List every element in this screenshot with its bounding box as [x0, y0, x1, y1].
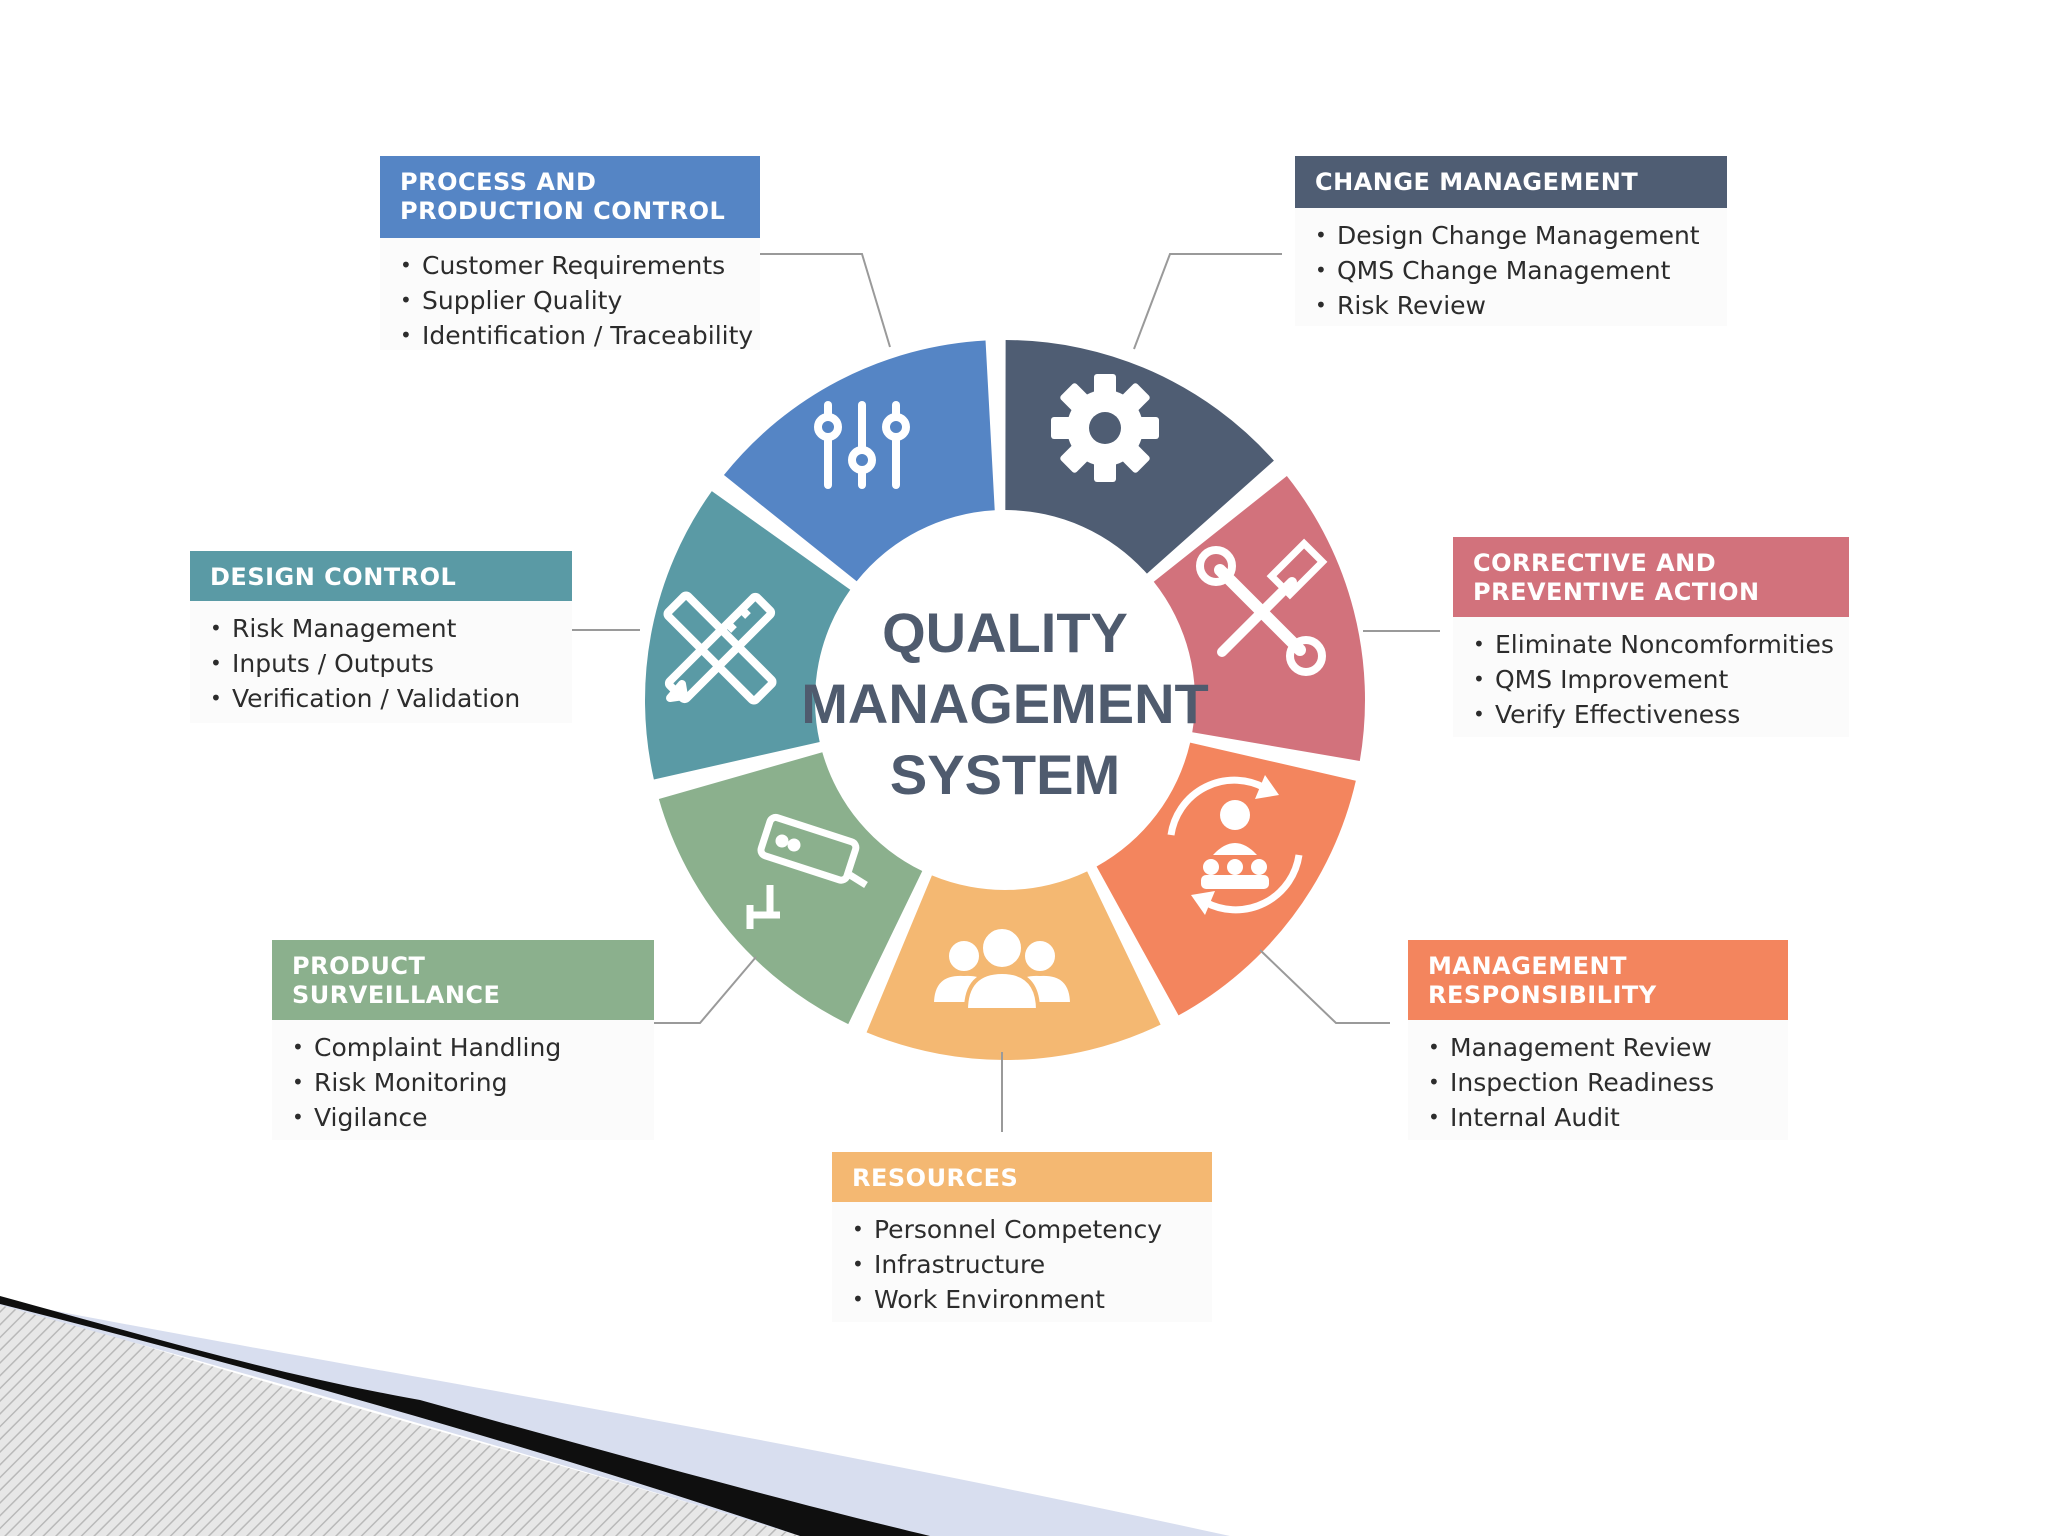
- card-surveillance-title-line2: SURVEILLANCE: [292, 981, 501, 1009]
- item-text: Design Change Management: [1337, 221, 1700, 250]
- list-item: •QMS Change Management: [1315, 256, 1671, 285]
- list-item: •Design Change Management: [1315, 221, 1700, 250]
- list-item: •Inspection Readiness: [1428, 1068, 1715, 1097]
- card-surveillance-title-line1: PRODUCT: [292, 952, 426, 980]
- list-item: •Management Review: [1428, 1033, 1712, 1062]
- list-item: •Verification / Validation: [210, 684, 521, 713]
- item-text: QMS Change Management: [1337, 256, 1671, 285]
- list-item: •Risk Management: [210, 614, 457, 643]
- item-text: Supplier Quality: [422, 286, 623, 315]
- card-mgmt-title-line2: RESPONSIBILITY: [1428, 981, 1657, 1009]
- list-item: •Eliminate Noncomformities: [1473, 630, 1834, 659]
- list-item: •Identification / Traceability: [400, 321, 754, 350]
- item-text: Internal Audit: [1450, 1103, 1620, 1132]
- item-text: Inspection Readiness: [1450, 1068, 1715, 1097]
- connector-surveillance: [648, 956, 757, 1024]
- center-title: QUALITY MANAGEMENT SYSTEM: [801, 588, 1209, 818]
- item-text: Infrastructure: [874, 1250, 1046, 1279]
- item-text: Identification / Traceability: [422, 321, 754, 350]
- card-process-body: •Customer Requirements •Supplier Quality…: [380, 238, 760, 350]
- card-design-title-line1: DESIGN CONTROL: [210, 563, 457, 591]
- item-text: Verify Effectiveness: [1495, 700, 1741, 729]
- list-item: •Internal Audit: [1428, 1103, 1620, 1132]
- wheel-segment-surveillance: [658, 752, 923, 1025]
- item-text: Customer Requirements: [422, 251, 726, 280]
- list-item: •Supplier Quality: [400, 286, 623, 315]
- connector-process: [755, 253, 891, 348]
- black-swoosh: [0, 1296, 930, 1536]
- card-change-management: CHANGE MANAGEMENT •Design Change Managem…: [1295, 156, 1727, 326]
- list-item: •Infrastructure: [852, 1250, 1046, 1279]
- card-mgmt-title-line1: MANAGEMENT: [1428, 952, 1627, 980]
- pencil-ruler-icon: [663, 591, 777, 705]
- list-item: •Complaint Handling: [292, 1033, 562, 1062]
- list-item: •Risk Review: [1315, 291, 1486, 320]
- item-text: QMS Improvement: [1495, 665, 1729, 694]
- card-change-title-line1: CHANGE MANAGEMENT: [1315, 168, 1639, 196]
- connector-change: [1133, 253, 1282, 350]
- card-management-responsibility: MANAGEMENT RESPONSIBILITY •Management Re…: [1408, 940, 1788, 1140]
- card-surveillance-header: PRODUCT SURVEILLANCE: [272, 940, 654, 1020]
- card-change-body: •Design Change Management •QMS Change Ma…: [1295, 208, 1727, 326]
- card-resources: RESOURCES •Personnel Competency •Infrast…: [832, 1152, 1212, 1322]
- manager-cycle-icon: [1167, 775, 1303, 915]
- light-blue-swoosh: [0, 1300, 1230, 1536]
- card-capa-title-line2: PREVENTIVE ACTION: [1473, 578, 1760, 606]
- item-text: Risk Management: [232, 614, 457, 643]
- card-mgmt-body: •Management Review •Inspection Readiness…: [1408, 1020, 1788, 1140]
- list-item: •Personnel Competency: [852, 1215, 1163, 1244]
- list-item: •Verify Effectiveness: [1473, 700, 1741, 729]
- card-mgmt-header: MANAGEMENT RESPONSIBILITY: [1408, 940, 1788, 1020]
- item-text: Complaint Handling: [314, 1033, 562, 1062]
- card-design-control: DESIGN CONTROL •Risk Management •Inputs …: [190, 551, 572, 723]
- item-text: Inputs / Outputs: [232, 649, 434, 678]
- card-resources-header: RESOURCES: [832, 1152, 1212, 1202]
- list-item: •QMS Improvement: [1473, 665, 1729, 694]
- card-design-body: •Risk Management •Inputs / Outputs •Veri…: [190, 601, 572, 723]
- item-text: Personnel Competency: [874, 1215, 1163, 1244]
- card-resources-body: •Personnel Competency •Infrastructure •W…: [832, 1202, 1212, 1322]
- card-process-title-line2: PRODUCTION CONTROL: [400, 197, 726, 225]
- tools-icon: [1196, 538, 1328, 676]
- item-text: Management Review: [1450, 1033, 1712, 1062]
- item-text: Verification / Validation: [232, 684, 521, 713]
- card-process-control: PROCESS AND PRODUCTION CONTROL •Customer…: [380, 156, 760, 350]
- item-text: Risk Review: [1337, 291, 1486, 320]
- list-item: •Vigilance: [292, 1103, 428, 1132]
- item-text: Risk Monitoring: [314, 1068, 508, 1097]
- card-change-header: CHANGE MANAGEMENT: [1295, 156, 1727, 208]
- card-process-header: PROCESS AND PRODUCTION CONTROL: [380, 156, 760, 238]
- center-title-line2: MANAGEMENT: [801, 671, 1209, 735]
- center-title-line1: QUALITY: [882, 600, 1128, 664]
- sliders-icon: [814, 401, 910, 489]
- card-resources-title-line1: RESOURCES: [852, 1164, 1019, 1192]
- list-item: •Work Environment: [852, 1285, 1105, 1314]
- security-camera-icon: [746, 813, 868, 929]
- gear-icon: [1051, 374, 1159, 482]
- list-item: •Inputs / Outputs: [210, 649, 434, 678]
- card-capa-title-line1: CORRECTIVE AND: [1473, 549, 1717, 577]
- list-item: •Risk Monitoring: [292, 1068, 508, 1097]
- card-capa-header: CORRECTIVE AND PREVENTIVE ACTION: [1453, 537, 1849, 617]
- item-text: Eliminate Noncomformities: [1495, 630, 1834, 659]
- connector-mgmt: [1259, 949, 1390, 1024]
- card-capa-body: •Eliminate Noncomformities •QMS Improvem…: [1453, 617, 1849, 737]
- card-product-surveillance: PRODUCT SURVEILLANCE •Complaint Handling…: [272, 940, 654, 1140]
- card-process-title-line1: PROCESS AND: [400, 168, 597, 196]
- hatched-corner: [0, 1298, 800, 1536]
- center-title-line3: SYSTEM: [889, 742, 1121, 806]
- card-surveillance-body: •Complaint Handling •Risk Monitoring •Vi…: [272, 1020, 654, 1140]
- item-text: Work Environment: [874, 1285, 1105, 1314]
- list-item: •Customer Requirements: [400, 251, 726, 280]
- card-corrective-preventive: CORRECTIVE AND PREVENTIVE ACTION •Elimin…: [1453, 537, 1849, 737]
- item-text: Vigilance: [314, 1103, 428, 1132]
- people-group-icon: [929, 925, 1075, 1012]
- card-design-header: DESIGN CONTROL: [190, 551, 572, 601]
